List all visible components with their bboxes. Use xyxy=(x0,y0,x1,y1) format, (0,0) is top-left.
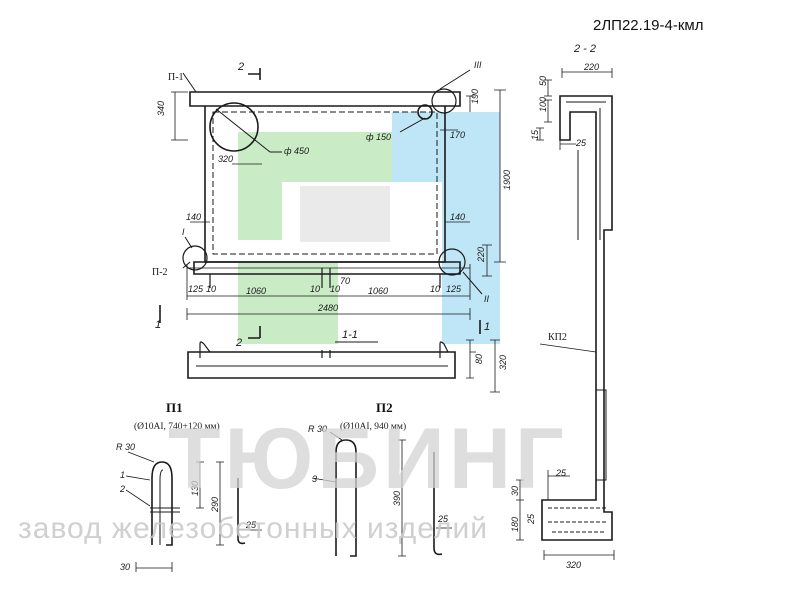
section-2-2 xyxy=(541,95,613,541)
bar-p2-dims xyxy=(311,431,452,557)
plan-top-flange xyxy=(189,91,461,107)
watermark-logo-green-bar xyxy=(238,262,338,344)
section-2-2-dims xyxy=(516,68,615,560)
plan-dimension-lines xyxy=(171,89,506,320)
callout-p2: П-2 xyxy=(152,267,168,278)
bar-p1-mark-2: 2 xyxy=(119,484,125,494)
dim-320-width: 320 xyxy=(566,560,581,570)
dim-dia-150: ф 150 xyxy=(366,132,391,142)
dim-30: 30 xyxy=(510,486,520,496)
dim-220-main: 220 xyxy=(476,247,486,263)
cut-mark-1-right: 1 xyxy=(484,321,490,333)
dim-320-hole: 320 xyxy=(218,154,233,164)
leader-lines xyxy=(182,69,483,295)
bar-p1-w25: 25 xyxy=(245,520,257,530)
dim-25-bottom: 25 xyxy=(555,468,567,478)
cut-mark-2-top: 2 xyxy=(237,61,244,73)
dim-1060-b: 1060 xyxy=(368,286,388,296)
dim-2480: 2480 xyxy=(317,303,338,313)
watermark-tagline: завод железобетонных изделий xyxy=(18,512,488,545)
dim-100: 100 xyxy=(538,97,548,112)
dim-340: 340 xyxy=(156,101,166,116)
hole-450-diameter xyxy=(215,108,271,153)
bar-p2-h390: 390 xyxy=(392,491,402,506)
bar-p2-w25: 25 xyxy=(437,514,449,524)
dim-1900: 1900 xyxy=(502,170,512,190)
callout-III: III xyxy=(474,60,482,70)
callout-kp2: КП2 xyxy=(548,332,567,343)
callout-I: I xyxy=(182,227,185,237)
dim-70: 70 xyxy=(340,276,350,286)
bar-p1-mark-1: 1 xyxy=(120,470,125,480)
hole-150 xyxy=(417,104,433,120)
dim-10-d: 10 xyxy=(430,284,440,294)
bar-p2-detail xyxy=(335,439,443,557)
watermark-logo-green xyxy=(238,132,392,240)
dim-140-right: 140 xyxy=(450,212,465,222)
plan-reinforcement xyxy=(212,111,438,255)
dim-10-c: 10 xyxy=(330,284,340,294)
drawing-code: 2ЛП22.19-4-кмл xyxy=(593,17,703,34)
bar-p2-spec: (Ø10АI, 940 мм) xyxy=(340,421,406,432)
dim-180: 180 xyxy=(510,517,520,532)
cut-mark-1-left: 1 xyxy=(155,319,161,331)
section-markers xyxy=(159,68,481,339)
dim-170: 170 xyxy=(450,130,465,140)
callout-I-circle xyxy=(182,245,208,271)
callout-II-circle xyxy=(438,248,466,276)
dim-140-left: 140 xyxy=(186,212,201,222)
dim-190: 190 xyxy=(470,89,480,104)
section-2-2-title: 2 - 2 xyxy=(573,43,596,55)
bar-p1-w30: 30 xyxy=(120,562,130,572)
bar-p2-mark-3: 3 xyxy=(312,474,317,484)
bar-p2-title: П2 xyxy=(376,400,393,415)
dim-320-section: 320 xyxy=(498,355,508,370)
bar-p1-dims xyxy=(125,451,262,572)
dim-125-left: 125 xyxy=(188,284,204,294)
watermark-logo-blue xyxy=(392,112,500,344)
callout-II: II xyxy=(484,294,490,304)
hole-450 xyxy=(209,102,259,152)
dim-dia-450: ф 450 xyxy=(284,146,309,156)
section-1-1 xyxy=(187,341,456,379)
dim-10-b: 10 xyxy=(310,284,320,294)
plan-bottom-ribs xyxy=(209,268,441,288)
bar-p1-radius: R 30 xyxy=(116,442,135,452)
dim-25-top: 25 xyxy=(575,138,587,148)
dim-1060-a: 1060 xyxy=(246,286,266,296)
callout-p1: П-1 xyxy=(168,72,184,83)
dim-50: 50 xyxy=(538,76,548,86)
dim-10-a: 10 xyxy=(206,284,216,294)
bar-p1-title: П1 xyxy=(166,400,183,415)
section-1-1-dims xyxy=(466,339,500,393)
section-1-1-title: 1-1 xyxy=(342,329,358,341)
bar-p2-radius: R 30 xyxy=(308,424,327,434)
dim-125-right: 125 xyxy=(446,284,462,294)
bar-p1-h130: 130 xyxy=(190,481,200,496)
bar-p1-detail xyxy=(150,461,246,546)
dim-25-side: 25 xyxy=(526,513,536,525)
watermark-logo xyxy=(238,112,500,344)
cut-mark-2-bottom: 2 xyxy=(235,337,242,349)
plan-view xyxy=(182,69,483,295)
watermark-brand: ТЮБИНГ xyxy=(168,411,568,507)
dim-80: 80 xyxy=(474,354,484,364)
dim-220-top: 220 xyxy=(583,62,599,72)
dim-15: 15 xyxy=(530,129,540,140)
bar-p1-h290: 290 xyxy=(210,497,220,513)
callout-III-circle xyxy=(431,88,457,114)
bar-p1-spec: (Ø10АI, 740+120 мм) xyxy=(134,421,220,432)
watermark-logo-gray xyxy=(300,186,390,242)
